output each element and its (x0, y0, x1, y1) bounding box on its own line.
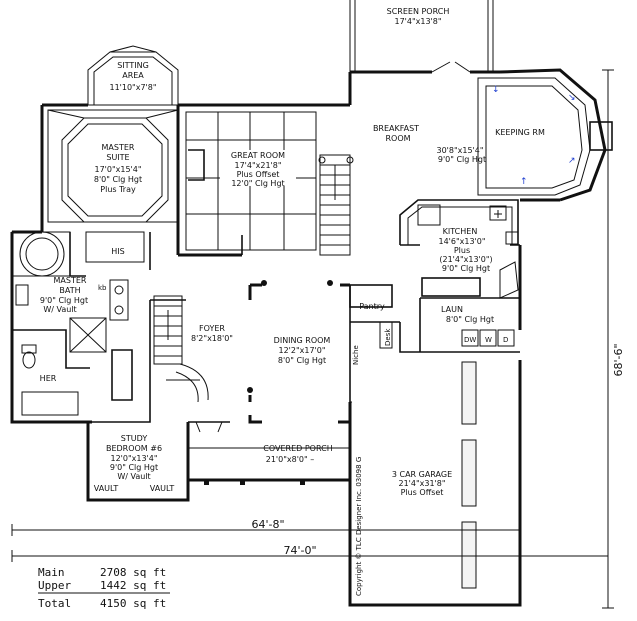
garage-dims: 21'4"x31'8" (398, 479, 445, 488)
great-room-dims: 17'4"x21'8" (234, 161, 281, 170)
master-bath-name2: BATH (59, 286, 80, 295)
dimension-lines: 64'-8" 74'-0" 68'-6" (11, 69, 625, 609)
kb-label: kb (98, 284, 107, 292)
dryer-symbol: D (503, 336, 508, 344)
garage-note: Plus Offset (401, 488, 444, 497)
main-stair (318, 154, 354, 256)
screen-porch-dims: 17'4"x13'8" (394, 17, 441, 26)
sitting-area: SITTING AREA 11'10"x7'8" (87, 45, 179, 106)
kitchen-dims: 14'6"x13'0" (438, 237, 485, 246)
great-room-note2: 12'0" Clg Hgt (231, 179, 284, 188)
foyer-name: FOYER (199, 324, 225, 333)
sitting-area-name1: SITTING (117, 61, 149, 70)
garage: 3 CAR GARAGE 21'4"x31'8" Plus Offset Cop… (350, 361, 521, 596)
covered-porch: COVERED PORCH 21'0"x8'0" – (188, 444, 350, 485)
master-bath-note1: 9'0" Clg Hgt (40, 296, 88, 305)
summary-total-label: Total (38, 597, 71, 610)
master-bath-note2: W/ Vault (43, 305, 76, 314)
keeping-rm-name: KEEPING RM (495, 128, 545, 137)
blue-marker-4: ↑ (520, 177, 528, 187)
blue-marker-2: ↘ (568, 93, 576, 103)
sitting-area-dims: 11'10"x7'8" (109, 83, 156, 92)
master-suite-name2: SUITE (106, 153, 129, 162)
summary-upper-value: 1442 sq ft (100, 579, 166, 592)
screen-porch: SCREEN PORCH 17'4"x13'8" (349, 0, 494, 73)
dining-room-note: 8'0" Clg Hgt (278, 356, 326, 365)
study-note2: W/ Vault (117, 472, 150, 481)
dishwasher-symbol: DW (464, 336, 476, 344)
her-name: HER (40, 374, 57, 383)
dim-depth: 68'-6" (612, 343, 625, 376)
master-suite-note1: 8'0" Clg Hgt (94, 175, 142, 184)
study-name2: BEDROOM #6 (106, 444, 162, 453)
dim-width-total: 74'-0" (283, 544, 316, 557)
study-name1: STUDY (121, 434, 148, 443)
keeping-rm-note: 9'0" Clg Hgt (438, 155, 486, 164)
his-name: HIS (111, 247, 124, 256)
study-vault-left: VAULT (94, 484, 119, 493)
kitchen-note1: Plus (454, 246, 470, 255)
laun-note: 8'0" Clg Hgt (446, 315, 494, 324)
study-dims: 12'0"x13'4" (110, 454, 157, 463)
keeping-rm-dims: 30'8"x15'4" (436, 146, 483, 155)
great-room-name: GREAT ROOM (231, 151, 285, 160)
garage-name: 3 CAR GARAGE (392, 470, 452, 479)
kitchen-note3: 9'0" Clg Hgt (442, 264, 490, 273)
niche-name: Niche (352, 345, 360, 365)
kitchen-note2: (21'4"x13'0") (439, 255, 492, 264)
breakfast-keeping: BREAKFAST ROOM KEEPING RM 30'8"x15'4" 9'… (373, 77, 613, 196)
foyer-dims: 8'2"x18'0" (191, 334, 233, 343)
area-summary: Main 2708 sq ft Upper 1442 sq ft Total 4… (38, 566, 170, 610)
screen-porch-name: SCREEN PORCH (387, 7, 450, 16)
master-suite-name1: MASTER (102, 143, 135, 152)
kitchen-name: KITCHEN (443, 227, 478, 236)
master-suite-note2: Plus Tray (100, 185, 136, 194)
dining-room: DINING ROOM 12'2"x17'0" 8'0" Clg Hgt (241, 235, 352, 424)
service-area: Pantry Desk Niche LAUN 8'0" Clg Hgt DW W… (349, 284, 520, 365)
pantry-name: Pantry (359, 302, 385, 311)
covered-porch-dims: 21'0"x8'0" – (266, 455, 314, 464)
breakfast-room-name1: BREAKFAST (373, 124, 419, 133)
study-bedroom: STUDY BEDROOM #6 12'0"x13'4" 9'0" Clg Hg… (92, 402, 174, 493)
blue-marker-1: ↓ (492, 85, 500, 95)
master-bath-name1: MASTER (54, 276, 87, 285)
dining-room-name: DINING ROOM (274, 336, 331, 345)
master-bath-area: HIS MASTER BATH 9'0" Clg Hgt W/ Vault kb… (11, 231, 151, 416)
summary-main-value: 2708 sq ft (100, 566, 166, 579)
great-room-note1: Plus Offset (237, 170, 280, 179)
laun-name: LAUN (441, 305, 463, 314)
foyer-area: FOYER 8'2"x18'0" (111, 295, 233, 433)
study-note1: 9'0" Clg Hgt (110, 463, 158, 472)
sitting-area-name2: AREA (122, 71, 144, 80)
copyright-text: Copyright © TLC Designer Inc. 03098 G (355, 457, 363, 596)
summary-total-value: 4150 sq ft (100, 597, 166, 610)
desk-name: Desk (384, 328, 392, 346)
master-suite-dims: 17'0"x15'4" (94, 165, 141, 174)
breakfast-room-name2: ROOM (385, 134, 410, 143)
covered-porch-name: COVERED PORCH (263, 444, 332, 453)
summary-upper-label: Upper (38, 579, 71, 592)
great-room: GREAT ROOM 17'4"x21'8" Plus Offset 12'0"… (176, 105, 317, 257)
washer-symbol: W (485, 336, 492, 344)
kitchen: KITCHEN 14'6"x13'0" Plus (21'4"x13'0") 9… (399, 199, 520, 299)
dim-width-inner: 64'-8" (251, 518, 284, 531)
summary-main-label: Main (38, 566, 65, 579)
blue-marker-3: ↗ (568, 156, 576, 166)
master-suite: MASTER SUITE 17'0"x15'4" 8'0" Clg Hgt Pl… (47, 109, 179, 223)
study-vault-right: VAULT (150, 484, 175, 493)
dining-room-dims: 12'2"x17'0" (278, 346, 325, 355)
